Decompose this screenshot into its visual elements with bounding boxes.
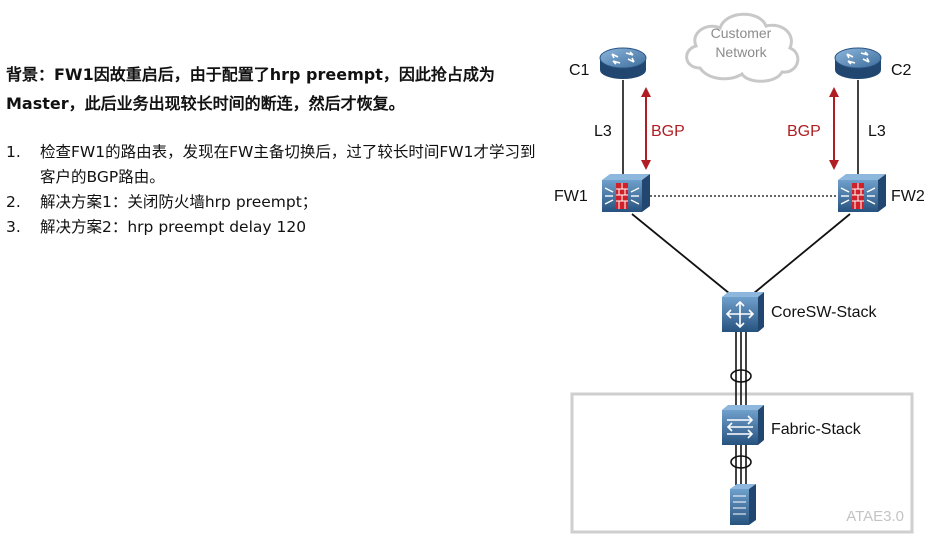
firewall-fw2-label: FW2 [891, 188, 925, 205]
step-item: 2. 解决方案1：关闭防火墙hrp preempt； [6, 190, 536, 215]
steps-list: 1. 检查FW1的路由表，发现在FW主备切换后，过了较长时间FW1才学习到客户的… [6, 140, 536, 240]
bgp-label-left: BGP [651, 123, 685, 140]
core-switch-label: CoreSW-Stack [771, 304, 878, 321]
step-text: 解决方案2：hrp preempt delay 120 [40, 218, 307, 236]
background-title: 背景：FW1因故重启后，由于配置了hrp preempt，因此抢占成为Maste… [6, 65, 495, 113]
left-text-panel: 背景：FW1因故重启后，由于配置了hrp preempt，因此抢占成为Maste… [6, 60, 536, 240]
step-item: 3. 解决方案2：hrp preempt delay 120 [6, 215, 536, 240]
l3-label-left: L3 [594, 123, 612, 140]
bgp-label-right: BGP [787, 123, 821, 140]
fabric-switch-label: Fabric-Stack [771, 421, 862, 438]
customer-network-cloud-icon [685, 12, 800, 83]
firewall-fw2-icon [838, 174, 886, 212]
core-switch-icon [722, 292, 764, 332]
router-c2-icon [834, 47, 882, 79]
link-core-fabric [730, 332, 752, 405]
link-fabric-server [730, 445, 752, 485]
atae-region-label: ATAE3.0 [846, 508, 904, 525]
link-fw1-core [631, 213, 736, 299]
router-c1-label: C1 [569, 62, 590, 79]
step-number: 3. [6, 218, 21, 236]
router-c1-icon [599, 47, 647, 79]
link-fw2-core [747, 213, 851, 299]
firewall-fw1-label: FW1 [554, 188, 588, 205]
step-number: 2. [6, 193, 21, 211]
step-text: 解决方案1：关闭防火墙hrp preempt； [40, 193, 318, 211]
l3-label-right: L3 [868, 123, 886, 140]
step-text: 检查FW1的路由表，发现在FW主备切换后，过了较长时间FW1才学习到客户的BGP… [40, 143, 536, 186]
fabric-switch-icon [722, 405, 764, 445]
step-number: 1. [6, 143, 21, 161]
firewall-fw1-icon [602, 174, 650, 212]
cloud-label-line2: Network [715, 44, 767, 60]
cloud-label-line1: Customer [711, 25, 772, 41]
server-icon [730, 484, 756, 525]
step-item: 1. 检查FW1的路由表，发现在FW主备切换后，过了较长时间FW1才学习到客户的… [6, 140, 536, 190]
router-c2-label: C2 [891, 62, 912, 79]
atae-region-box [570, 392, 914, 534]
